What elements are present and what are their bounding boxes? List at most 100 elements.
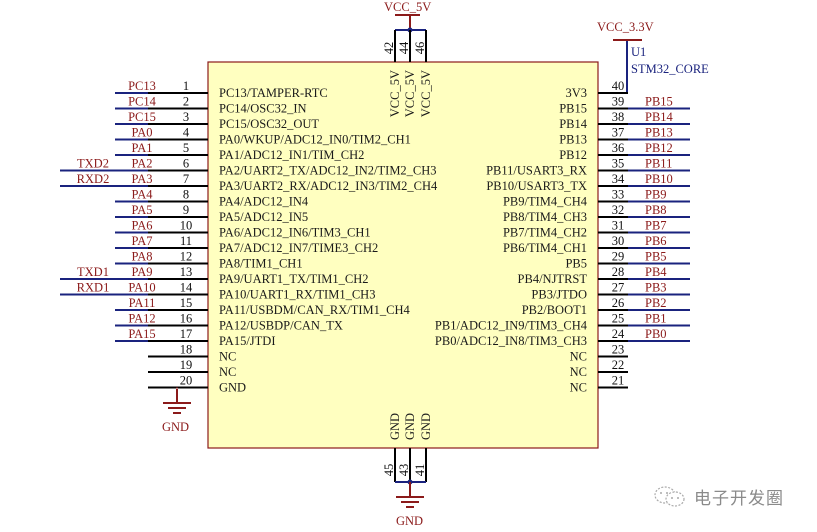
signal-label: TXD1: [77, 265, 109, 279]
pin-number: 33: [612, 188, 625, 202]
pin-function: GND: [388, 413, 402, 440]
wechat-icon: [654, 485, 686, 508]
pin-function: PC13/TAMPER-RTC: [219, 86, 328, 100]
net-label: PA3: [131, 172, 152, 186]
part-name: STM32_CORE: [631, 62, 709, 76]
pin-number: 23: [612, 343, 625, 357]
pin-function: PB0/ADC12_IN8/TIM3_CH3: [435, 334, 587, 348]
pin-function: NC: [570, 365, 587, 379]
net-label: PA4: [131, 188, 153, 202]
pin-number: 22: [612, 358, 625, 372]
net-label: PB8: [645, 203, 667, 217]
pin-function: PB6/TIM4_CH1: [503, 241, 587, 255]
net-label: PA6: [131, 219, 152, 233]
net-label: PC14: [128, 95, 157, 109]
pin-function: PA10/UART1_RX/TIM1_CH3: [219, 288, 375, 302]
pin-number: 38: [612, 110, 625, 124]
pin-number: 43: [397, 464, 411, 477]
pin-number: 6: [183, 157, 189, 171]
pin-number: 41: [413, 464, 427, 477]
pin-number: 8: [183, 188, 189, 202]
pin-function: VCC_5V: [388, 70, 402, 117]
pin-function: PA7/ADC12_IN7/TIME3_CH2: [219, 241, 378, 255]
pin-function: PB10/USART3_TX: [486, 179, 587, 193]
net-label: PB14: [645, 110, 674, 124]
pin-bottom-41[interactable]: 41 GND: [413, 413, 433, 482]
pin-function: GND: [419, 413, 433, 440]
pin-number: 31: [612, 219, 625, 233]
net-label: PB12: [645, 141, 673, 155]
pin-number: 25: [612, 312, 625, 326]
pin-function: VCC_5V: [419, 70, 433, 117]
pin-bottom-43[interactable]: 43 GND: [397, 413, 417, 482]
pin-function: PB5: [565, 257, 587, 271]
net-label: PA7: [131, 234, 152, 248]
vcc5v-label: VCC_5V: [384, 0, 431, 14]
pin-number: 29: [612, 250, 625, 264]
pin-function: PB3/JTDO: [531, 288, 587, 302]
pin-number: 5: [183, 141, 189, 155]
pin-function: PB14: [559, 117, 588, 131]
pin-number: 14: [180, 281, 193, 295]
net-label: PB1: [645, 312, 667, 326]
pin-function: PA3/UART2_RX/ADC12_IN3/TIM2_CH4: [219, 179, 438, 193]
gnd-symbol-left: [163, 402, 191, 414]
pin-function: PA5/ADC12_IN5: [219, 210, 308, 224]
pin-number: 36: [612, 141, 625, 155]
pin-function: GND: [403, 413, 417, 440]
vcc33-label: VCC_3.3V: [597, 20, 654, 34]
net-label: PB10: [645, 172, 673, 186]
watermark-text: 电子开发圈: [694, 489, 784, 509]
net-label: PB11: [645, 157, 672, 171]
net-label: PB0: [645, 327, 667, 341]
pin-function: 3V3: [565, 86, 587, 100]
pin-function: PB8/TIM4_CH3: [503, 210, 587, 224]
pin-function: PA1/ADC12_IN1/TIM_CH2: [219, 148, 364, 162]
